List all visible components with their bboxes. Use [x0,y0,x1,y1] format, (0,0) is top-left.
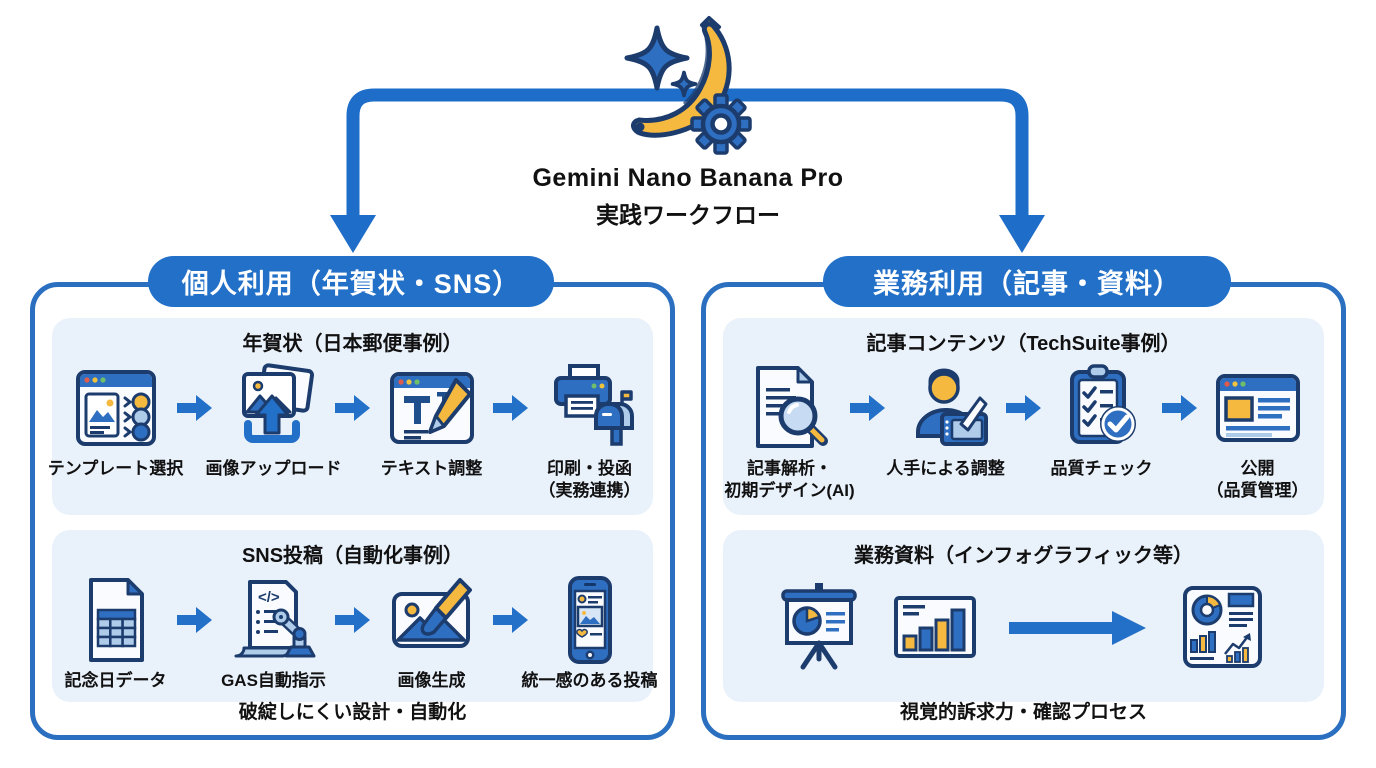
flow-step: 人手による調整 [886,362,1006,480]
flow-arrow-icon [492,607,528,633]
flow-step: 品質チェック [1042,362,1162,480]
step-label-line2: （実務連携） [538,480,641,500]
sns-section: SNS投稿（自動化事例） 記念日データ [52,530,658,702]
sns-flow-row: 記念日データ </> [52,574,658,692]
step-label: 画像生成 [397,671,466,690]
right-panel-title: 業務利用（記事・資料） [873,269,1181,299]
flow-step: 統一感のある投稿 [522,574,658,692]
flow-step: テキスト調整 [371,362,493,480]
flow-step: </> GAS自動指示 [213,574,335,692]
banana-sparkle-gear-icon [624,16,752,155]
left-panel-title: 個人利用（年賀状・SNS） [181,269,521,299]
step-label: テキスト調整 [380,459,483,478]
image-upload-icon [241,363,314,443]
flow-arrow-icon [176,395,212,421]
flow-arrow-icon [849,395,885,421]
business-use-panel: 記事コンテンツ（TechSuite事例） 記事解析・ 初期デザイン(AI) [701,282,1346,740]
article-flow-row: 記事解析・ 初期デザイン(AI) 人手による調整 [723,362,1324,502]
gas-robot-icon: </> [234,580,315,658]
nenga-flow-row: テンプレート選択 画像アップロード [48,362,653,502]
flow-step: 印刷・投函 （実務連携） [529,362,651,502]
quality-check-icon [1069,364,1136,444]
step-label: テンプレート選択 [47,459,184,478]
article-analysis-icon [755,366,828,448]
long-arrow-icon [1009,610,1146,645]
flow-arrow-icon [334,395,370,421]
flow-step: テンプレート選択 [48,362,183,480]
print-mail-icon [553,364,634,446]
step-label: 記念日データ [64,671,167,690]
flow-arrow-icon [176,607,212,633]
flow-arrow-icon [1161,395,1197,421]
flow-step: 画像アップロード [206,362,342,480]
step-label: 印刷・投函 [547,459,632,478]
right-panel-title-pill: 業務利用（記事・資料） [823,256,1231,307]
step-label-line2: 初期デザイン(AI) [724,480,855,500]
nenga-section: 年賀状（日本郵便事例） テンプレート選択 [48,318,653,515]
flow-step: 画像生成 [371,574,493,692]
smartphone-post-icon [567,576,612,664]
step-label: 人手による調整 [886,459,1005,478]
flow-step: 記事解析・ 初期デザイン(AI) [724,362,855,502]
nenga-section-title: 年賀状（日本郵便事例） [242,333,463,355]
article-section-title: 記事コンテンツ（TechSuite事例） [866,333,1181,355]
sns-section-title: SNS投稿（自動化事例） [241,545,464,567]
left-panel-title-pill: 個人利用（年賀状・SNS） [148,256,554,307]
step-label: 公開 [1240,459,1275,478]
step-label: 品質チェック [1050,459,1153,478]
flow-arrow-icon [1005,395,1041,421]
personal-use-panel: 年賀状（日本郵便事例） テンプレート選択 [30,282,675,740]
template-select-icon [75,370,156,446]
step-label: 画像アップロード [205,459,342,478]
text-edit-icon [389,372,474,444]
publish-browser-icon [1215,374,1300,442]
flow-arrow-icon [492,395,528,421]
flow-step: 記念日データ [55,574,177,692]
step-label-line2: （品質管理） [1206,480,1309,500]
spreadsheet-data-icon [88,578,144,662]
materials-media-row [723,580,1324,675]
human-adjust-icon [915,368,988,446]
article-section: 記事コンテンツ（TechSuite事例） 記事解析・ 初期デザイン(AI) [723,318,1324,515]
bar-chart-icon [894,596,976,658]
presentation-board-icon [781,583,857,670]
infographic-doc-icon [1183,586,1262,668]
materials-section-title: 業務資料（インフォグラフィック等） [854,545,1193,567]
page-title-line2: 実践ワークフロー [596,202,780,228]
materials-section: 業務資料（インフォグラフィック等） [723,530,1324,702]
page-title-line1: Gemini Nano Banana Pro [532,164,844,192]
flow-step: 公開 （品質管理） [1198,362,1318,502]
step-label: 統一感のある投稿 [521,671,658,690]
image-generate-icon [391,578,472,648]
svg-text:</>: </> [258,589,280,606]
flow-arrow-icon [334,607,370,633]
right-panel-footer: 視覚的訴求力・確認プロセス [899,702,1147,723]
step-label: GAS自動指示 [221,671,326,690]
page-title: Gemini Nano Banana Pro 実践ワークフロー [0,164,1376,230]
branch-connector-arrows [330,88,1045,253]
left-panel-footer: 破綻しにくい設計・自動化 [238,702,467,723]
step-label: 記事解析・ [747,459,832,478]
